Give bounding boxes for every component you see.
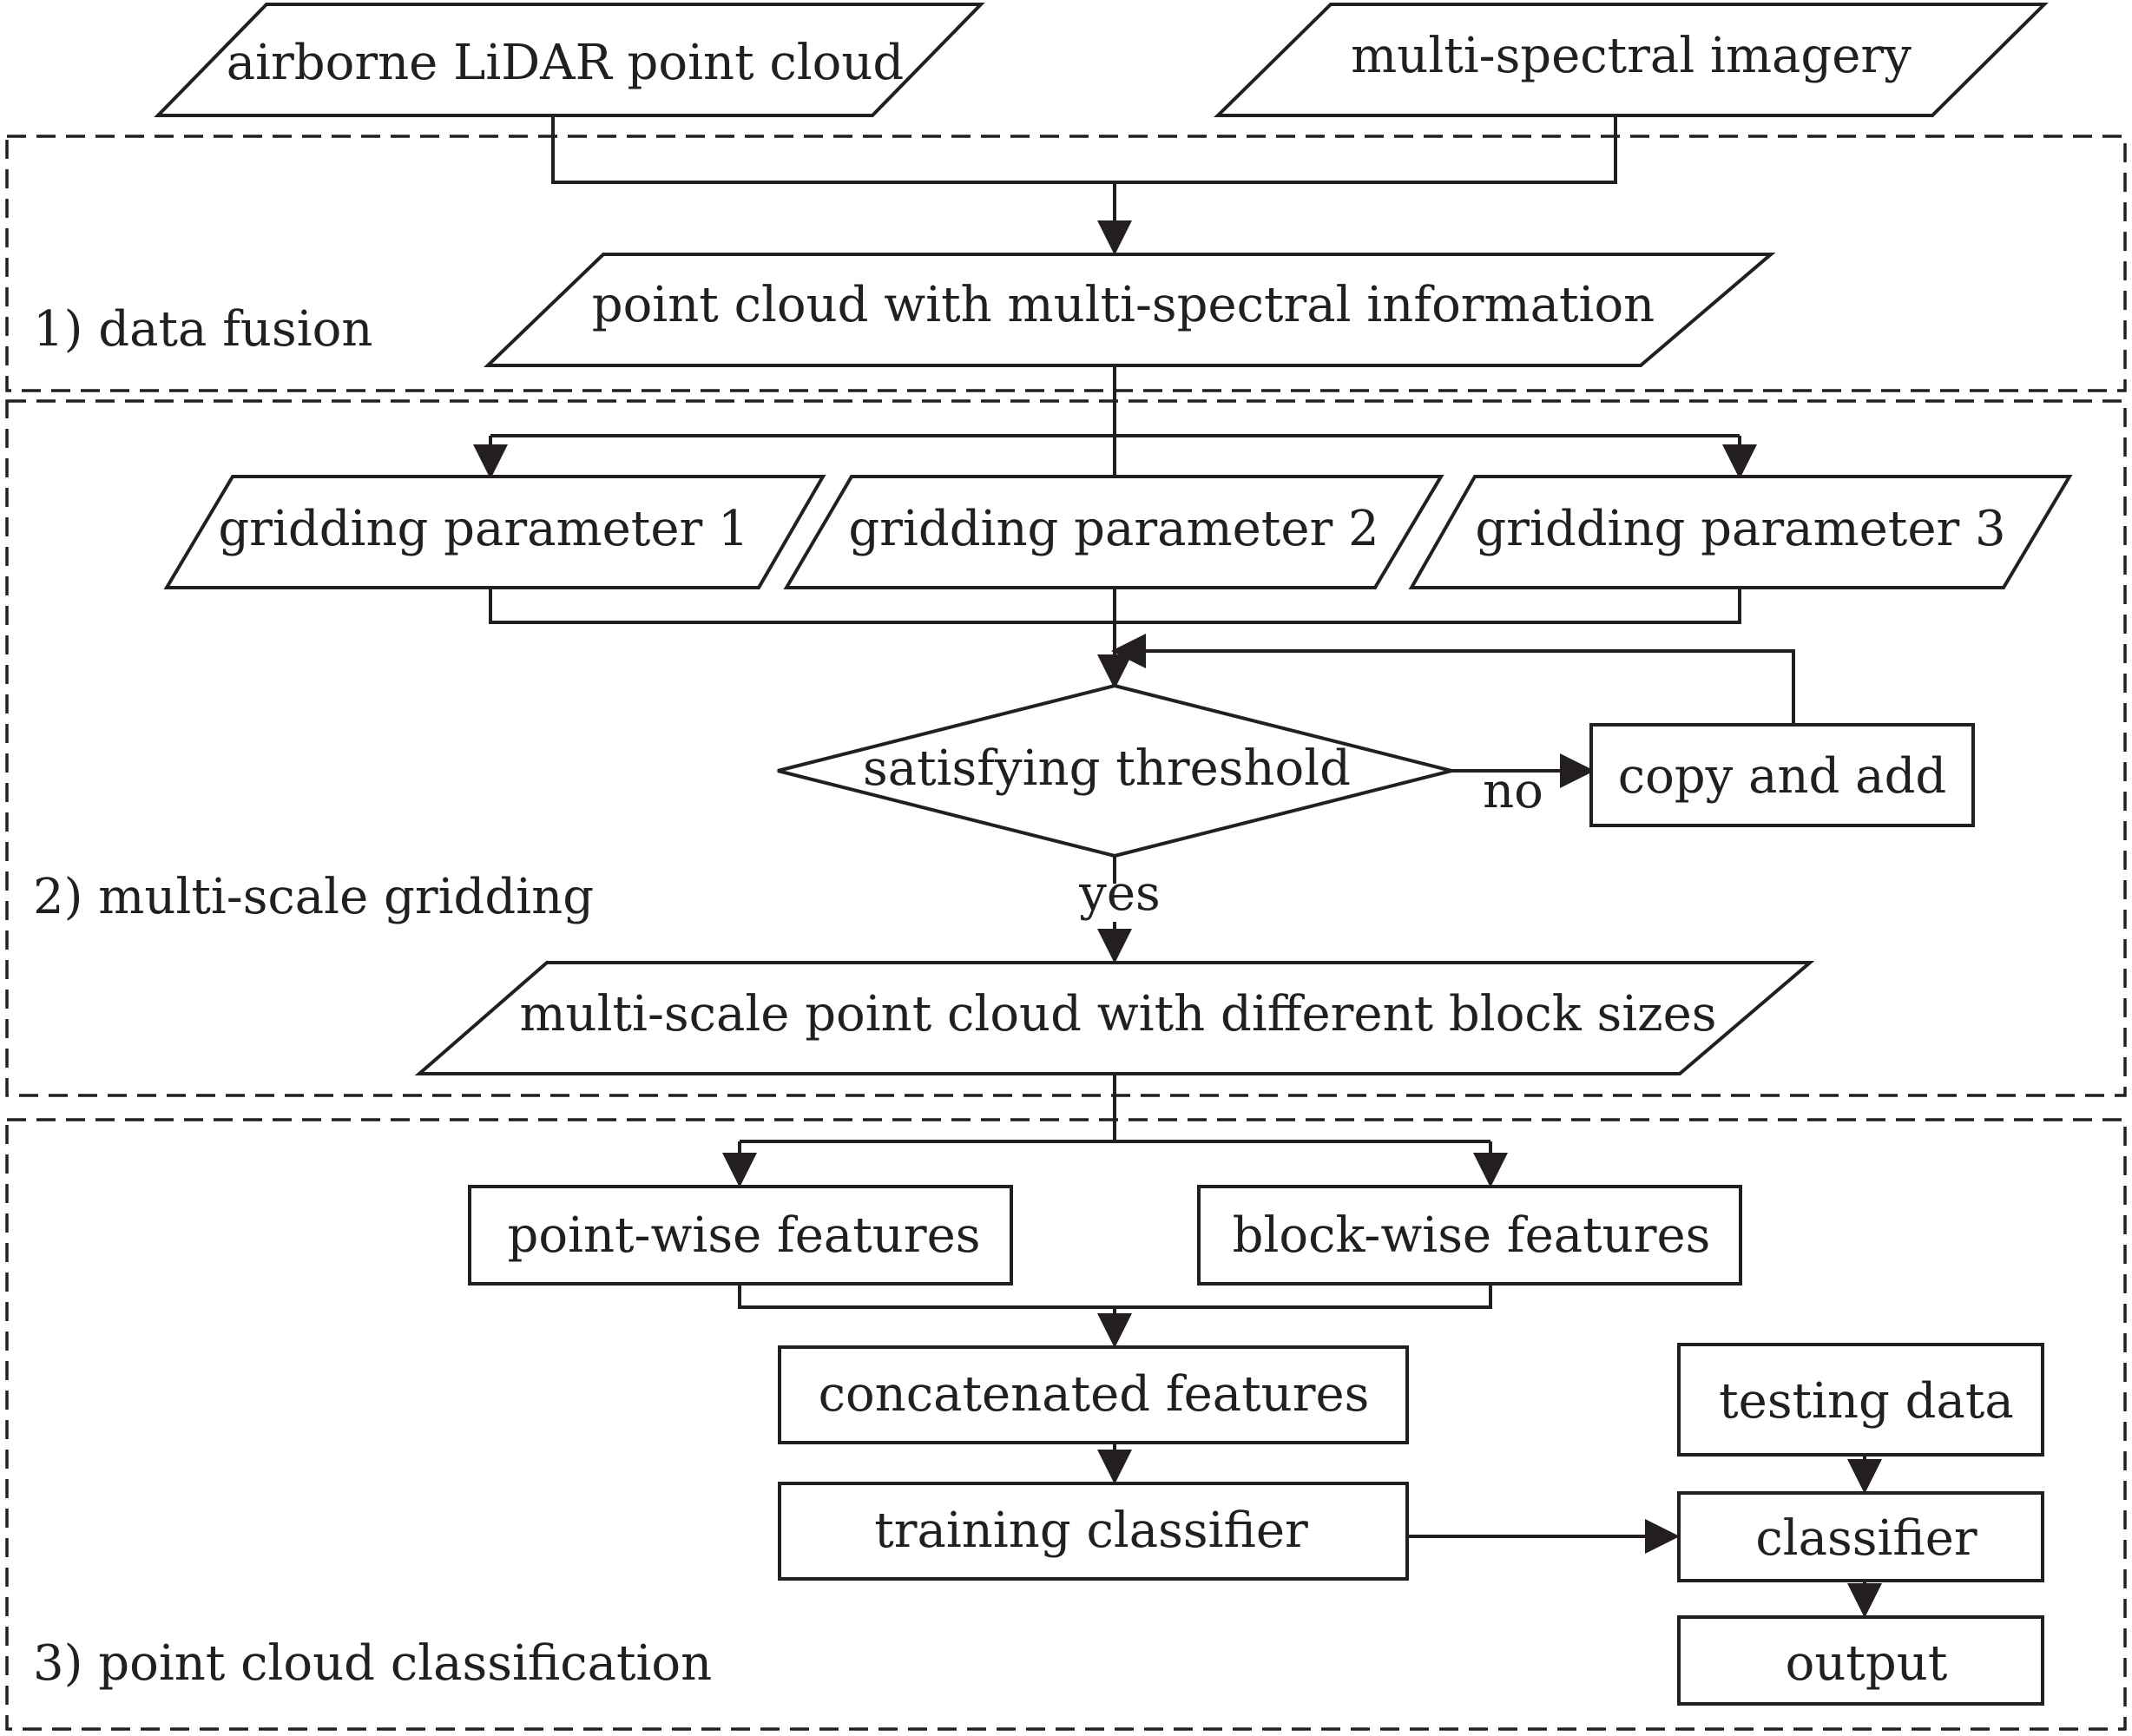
node-multi-scale-point-cloud [414,961,1815,1075]
node-concatenated-features [778,1345,1409,1444]
node-classifier-label: classifier [1755,1510,1977,1567]
node-gridding-parameter-1 [163,475,826,589]
node-gridding-parameter-2 [783,475,1444,589]
node-concatenated-features-label: concatenated features [819,1366,1370,1423]
node-training-classifier-label: training classifier [874,1503,1308,1559]
node-fused-point-cloud-label: point cloud with multi-spectral informat… [592,277,1655,333]
node-gridding-parameter-2-label: gridding parameter 2 [848,501,1379,557]
node-testing-data [1677,1343,2044,1457]
node-output [1677,1615,2044,1706]
edge-label-yes: yes [1078,865,1161,922]
section-label-data-fusion: 1) data fusion [33,301,372,358]
node-block-wise-features-label: block-wise features [1233,1207,1711,1264]
node-point-wise-features-label: point-wise features [508,1207,981,1264]
node-multi-scale-point-cloud-label: multi-scale point cloud with different b… [519,986,1716,1042]
section-frame-point-cloud-classification [5,1118,2127,1731]
node-lidar-input [154,2,985,117]
node-imagery-input-label: multi-spectral imagery [1351,28,1912,84]
section-label-multi-scale-gridding: 2) multi-scale gridding [33,869,594,925]
section-frame-multi-scale-gridding [5,399,2127,1097]
node-point-wise-features [468,1185,1013,1286]
node-testing-data-label: testing data [1719,1373,2014,1430]
connectors [473,115,1882,1618]
node-output-label: output [1786,1635,1948,1692]
node-fused-point-cloud [484,253,1776,367]
node-threshold-decision-label: satisfying threshold [863,740,1351,797]
connector-loop-back [1111,634,1795,725]
node-block-wise-features [1197,1185,1742,1286]
section-label-point-cloud-classification: 3) point cloud classification [33,1635,712,1692]
node-gridding-parameter-3-label: gridding parameter 3 [1475,501,2005,557]
node-threshold-decision [777,683,1452,858]
edge-label-no: no [1483,763,1543,819]
node-training-classifier [778,1482,1409,1581]
connector-inputs-merge [551,115,1617,184]
node-gridding-parameter-3 [1408,475,2073,589]
node-copy-and-add-label: copy and add [1618,748,1947,805]
node-lidar-input-label: airborne LiDAR point cloud [227,35,905,91]
node-copy-and-add [1589,723,1975,827]
node-classifier [1677,1491,2044,1582]
connector-features-merge [738,1284,1492,1309]
node-imagery-input [1214,3,2049,117]
node-gridding-parameter-1-label: gridding parameter 1 [218,501,748,557]
section-frame-data-fusion [5,135,2127,392]
